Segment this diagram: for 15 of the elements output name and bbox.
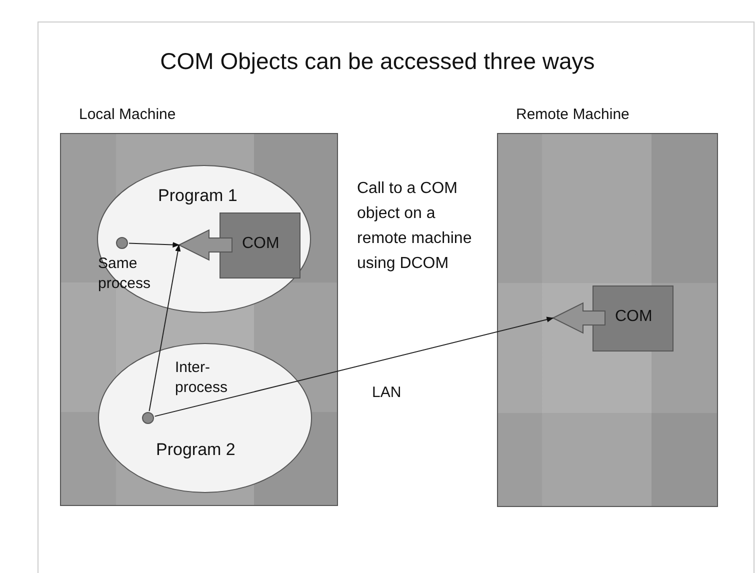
program-label: Program 1 (158, 186, 238, 206)
annotation-text: Inter-process (175, 358, 229, 398)
machine-heading: Remote Machine (516, 106, 630, 123)
annotation-text: Call to a COM object on a remote machine using DCOM (357, 179, 473, 274)
dot (116, 237, 128, 249)
machine-heading: Local Machine (79, 106, 176, 123)
component-label: COM (242, 235, 280, 253)
arrow (148, 244, 181, 412)
annotation-text: LAN (372, 383, 402, 403)
arrow (128, 242, 180, 248)
dot (142, 412, 154, 424)
program-label: Program 2 (156, 440, 236, 460)
title: COM Objects can be accessed three ways (159, 48, 596, 75)
component-label: COM (615, 308, 652, 326)
arrow (154, 316, 554, 417)
